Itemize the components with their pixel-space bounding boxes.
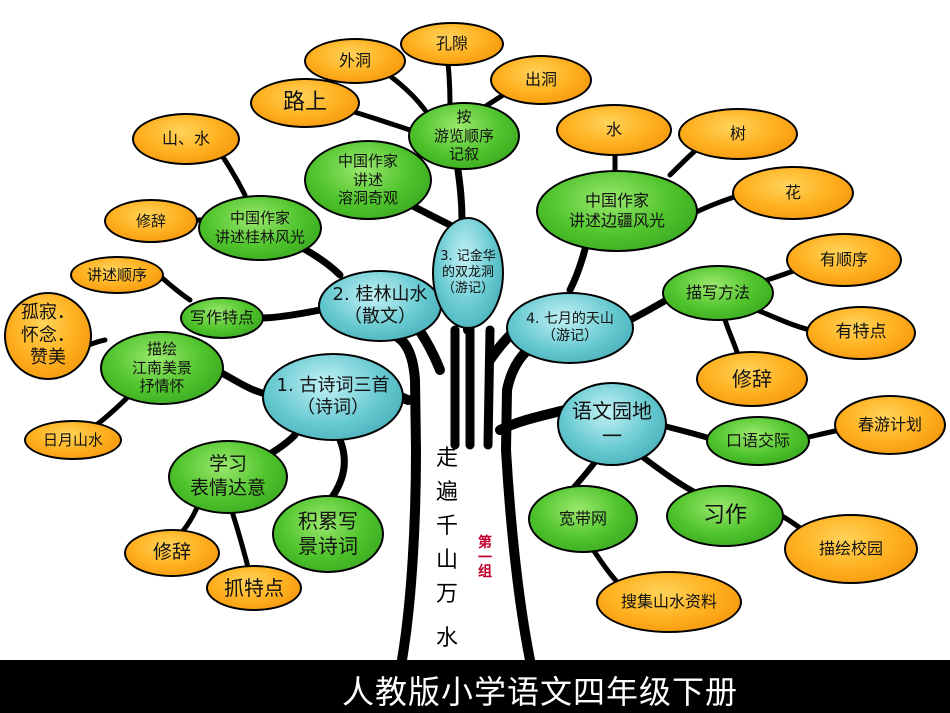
node-kuandai: 宽带网 <box>528 485 638 553</box>
branch-jilei <box>326 436 348 504</box>
node-xiuci2: 修辞 <box>104 199 198 243</box>
node-chudong: 出洞 <box>490 55 592 105</box>
trunk-char-4: 山 <box>436 548 459 573</box>
branch-xiuci3 <box>722 317 741 358</box>
node-lushang: 路上 <box>250 78 360 128</box>
group-label-char: 第 <box>478 535 492 551</box>
node-kouyu: 口语交际 <box>706 416 810 466</box>
node-yuwen: 语文园地 一 <box>557 382 667 466</box>
group-label-char: 一 <box>478 549 492 566</box>
node-waidong: 外洞 <box>304 38 406 84</box>
node-souji: 搜集山水资料 <box>596 571 742 633</box>
branch-anyou <box>454 166 466 224</box>
node-shui: 水 <box>556 104 672 156</box>
node-youshunxu: 有顺序 <box>786 233 902 287</box>
branch-xizuo <box>637 452 703 498</box>
node-miaoxie: 描写方法 <box>662 265 774 321</box>
node-xiuci1: 修辞 <box>124 529 220 577</box>
node-jilei: 积累写 景诗词 <box>272 495 384 573</box>
node-kongxi: 孔隙 <box>400 22 504 66</box>
node-jiangshu: 讲述顺序 <box>70 256 164 294</box>
trunk-char-3: 千 <box>436 514 459 539</box>
trunk-inner <box>450 315 495 450</box>
node-xuexi: 学习 表情达意 <box>168 440 288 514</box>
group-label: 第 一 组 <box>478 536 492 580</box>
branch-xiezuo <box>256 306 324 322</box>
node-shu: 树 <box>678 108 798 160</box>
node-unit2: 2. 桂林山水 （散文） <box>318 270 442 342</box>
node-zhuatedian: 抓特点 <box>206 565 302 611</box>
trunk-char-5: 万 <box>436 582 459 607</box>
node-rongdong: 中国作家 讲述 溶洞奇观 <box>304 140 432 220</box>
node-chunyou: 春游计划 <box>834 395 946 455</box>
node-hua: 花 <box>732 166 854 220</box>
trunk-char-6: 水 <box>436 626 459 651</box>
trunk-char-2: 遍 <box>436 480 459 505</box>
node-xizuo: 习作 <box>666 485 784 547</box>
node-youtedian: 有特点 <box>806 306 916 360</box>
node-anyou: 按 游览顺序 记叙 <box>408 102 520 170</box>
node-guilin: 中国作家 讲述桂林风光 <box>198 195 322 261</box>
footer-title: 人教版小学语文四年级下册 <box>341 673 738 711</box>
node-riyue: 日月山水 <box>24 420 122 460</box>
node-xiuci3: 修辞 <box>696 351 808 407</box>
node-guji: 孤寂． 怀念． 赞美 <box>4 292 92 380</box>
node-miaohuixiaoyuan: 描绘校园 <box>784 514 918 584</box>
node-unit1: 1. 古诗词三首 （诗词） <box>262 353 404 441</box>
group-label-char: 组 <box>478 564 492 581</box>
footer-bar: 人教版小学语文四年级下册 <box>0 660 950 713</box>
node-unit4: 4. 七月的天山 （游记） <box>506 292 634 364</box>
trunk-char-1: 走 <box>436 446 459 471</box>
node-shanshui: 山、水 <box>132 113 240 165</box>
node-miaohui: 描绘 江南美景 抒情怀 <box>100 331 224 405</box>
node-unit3: 3. 记金华 的双龙洞 （游记） <box>432 217 504 329</box>
node-xiezuo-tedian: 写作特点 <box>180 297 264 339</box>
node-bianjiang: 中国作家 讲述边疆风光 <box>536 170 698 252</box>
